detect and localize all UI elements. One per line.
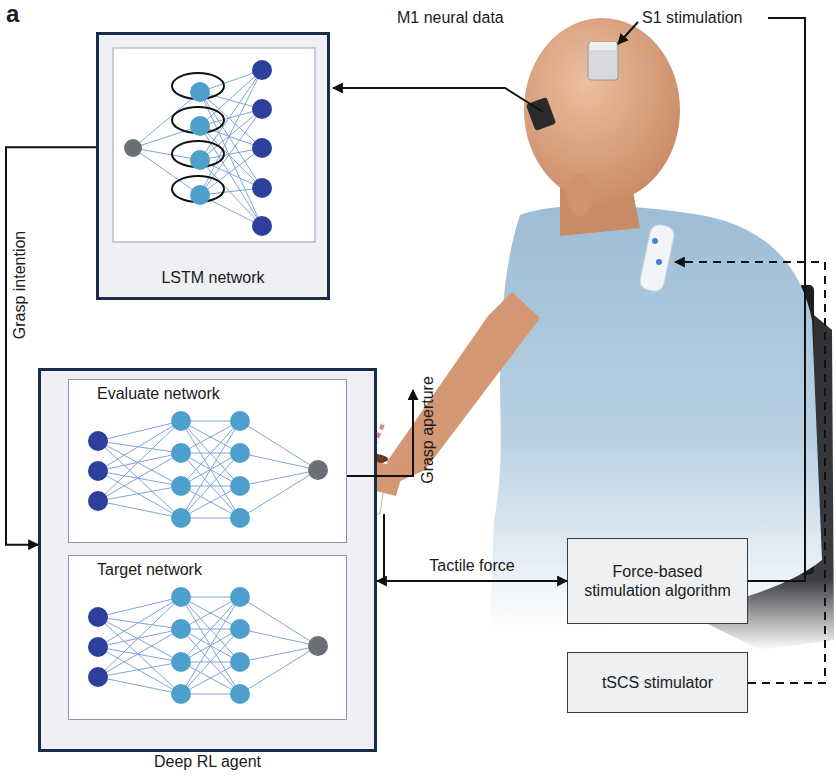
node-label: LSTM network — [99, 268, 327, 287]
force-wire — [383, 514, 385, 581]
head — [524, 18, 680, 202]
signal-label: S1 stimulation — [642, 8, 743, 27]
process-box: tSCS stimulator — [567, 652, 748, 713]
tscs-electrode — [638, 223, 675, 293]
panel-letter: a — [6, 0, 19, 29]
electrode-light — [656, 259, 662, 265]
edge-label: Grasp intention — [10, 231, 29, 340]
node-label: tSCS stimulator — [602, 673, 713, 692]
ear — [567, 174, 593, 216]
signal-arrow — [333, 88, 543, 112]
signal-label: Grasp aperture — [418, 376, 437, 484]
signal-label: M1 neural data — [397, 8, 504, 27]
node-label: Target network — [97, 560, 202, 579]
s1-device-top — [590, 42, 616, 50]
arm — [384, 292, 540, 482]
stimulation-arrow — [618, 22, 638, 44]
edge-label: Tactile force — [429, 556, 514, 575]
stimulation-wire — [748, 18, 805, 581]
process-box: Force-based stimulation algorithm — [567, 538, 748, 624]
electrode-light — [652, 238, 658, 244]
network-box: Target network — [68, 555, 347, 720]
node-label: Evaluate network — [97, 384, 220, 403]
network-panel: LSTM network — [96, 32, 330, 300]
s1-device — [588, 42, 618, 80]
shirt — [490, 206, 822, 629]
connector-arrow — [377, 580, 567, 582]
m1-electrode — [526, 97, 556, 131]
network-box: Evaluate network — [68, 379, 347, 543]
node-label: Force-based stimulation algorithm — [581, 562, 734, 600]
agent-panel: Deep RL agentEvaluate networkTarget netw… — [38, 368, 377, 752]
node-label: Deep RL agent — [41, 752, 374, 771]
